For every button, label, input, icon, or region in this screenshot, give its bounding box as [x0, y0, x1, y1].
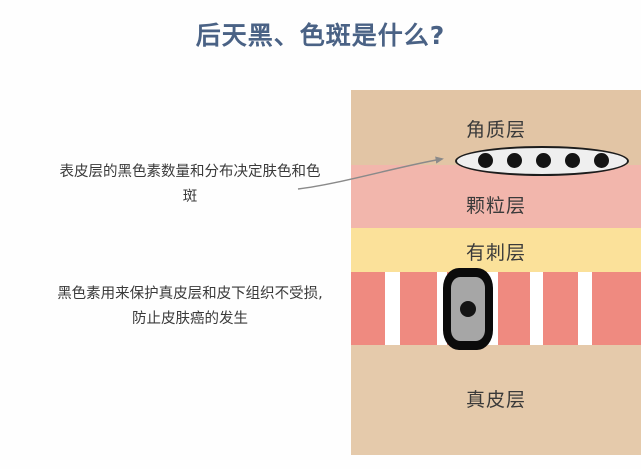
skin-layer-basal: [351, 272, 641, 345]
skin-layer-label-horny: 角质层: [465, 119, 526, 141]
cell-nucleus: [460, 301, 476, 317]
melanin-dot: [478, 153, 493, 168]
basal-cell-gap: [385, 272, 400, 345]
melanin-protection-note: 黑色素用来保护真皮层和皮下组织不受损,防止皮肤癌的发生: [57, 286, 323, 327]
melanin-dot: [565, 153, 580, 168]
skin-layer-dermis: [351, 345, 641, 455]
basal-cell-gap: [437, 272, 447, 345]
skin-layer-label-granular: 颗粒层: [465, 195, 526, 217]
melanin-dot: [507, 153, 522, 168]
melanin-granule-cluster: [455, 146, 629, 176]
epidermis-melanin-note: 表皮层的黑色素数量和分布决定肤色和色斑: [59, 164, 321, 205]
basal-cell-gap: [530, 272, 543, 345]
melanin-dot: [594, 153, 609, 168]
melanocyte-cell: [443, 268, 493, 350]
basal-cell-gap: [578, 272, 592, 345]
skin-layer-spinous: [351, 228, 641, 272]
skin-cross-section-diagram: 角质层 颗粒层 有刺层 真皮层: [351, 90, 641, 455]
skin-layer-label-dermis: 真皮层: [465, 389, 526, 411]
melanin-dot: [536, 153, 551, 168]
skin-layer-label-spinous: 有刺层: [465, 242, 526, 264]
page-title: 后天黑、色斑是什么?: [195, 21, 446, 50]
